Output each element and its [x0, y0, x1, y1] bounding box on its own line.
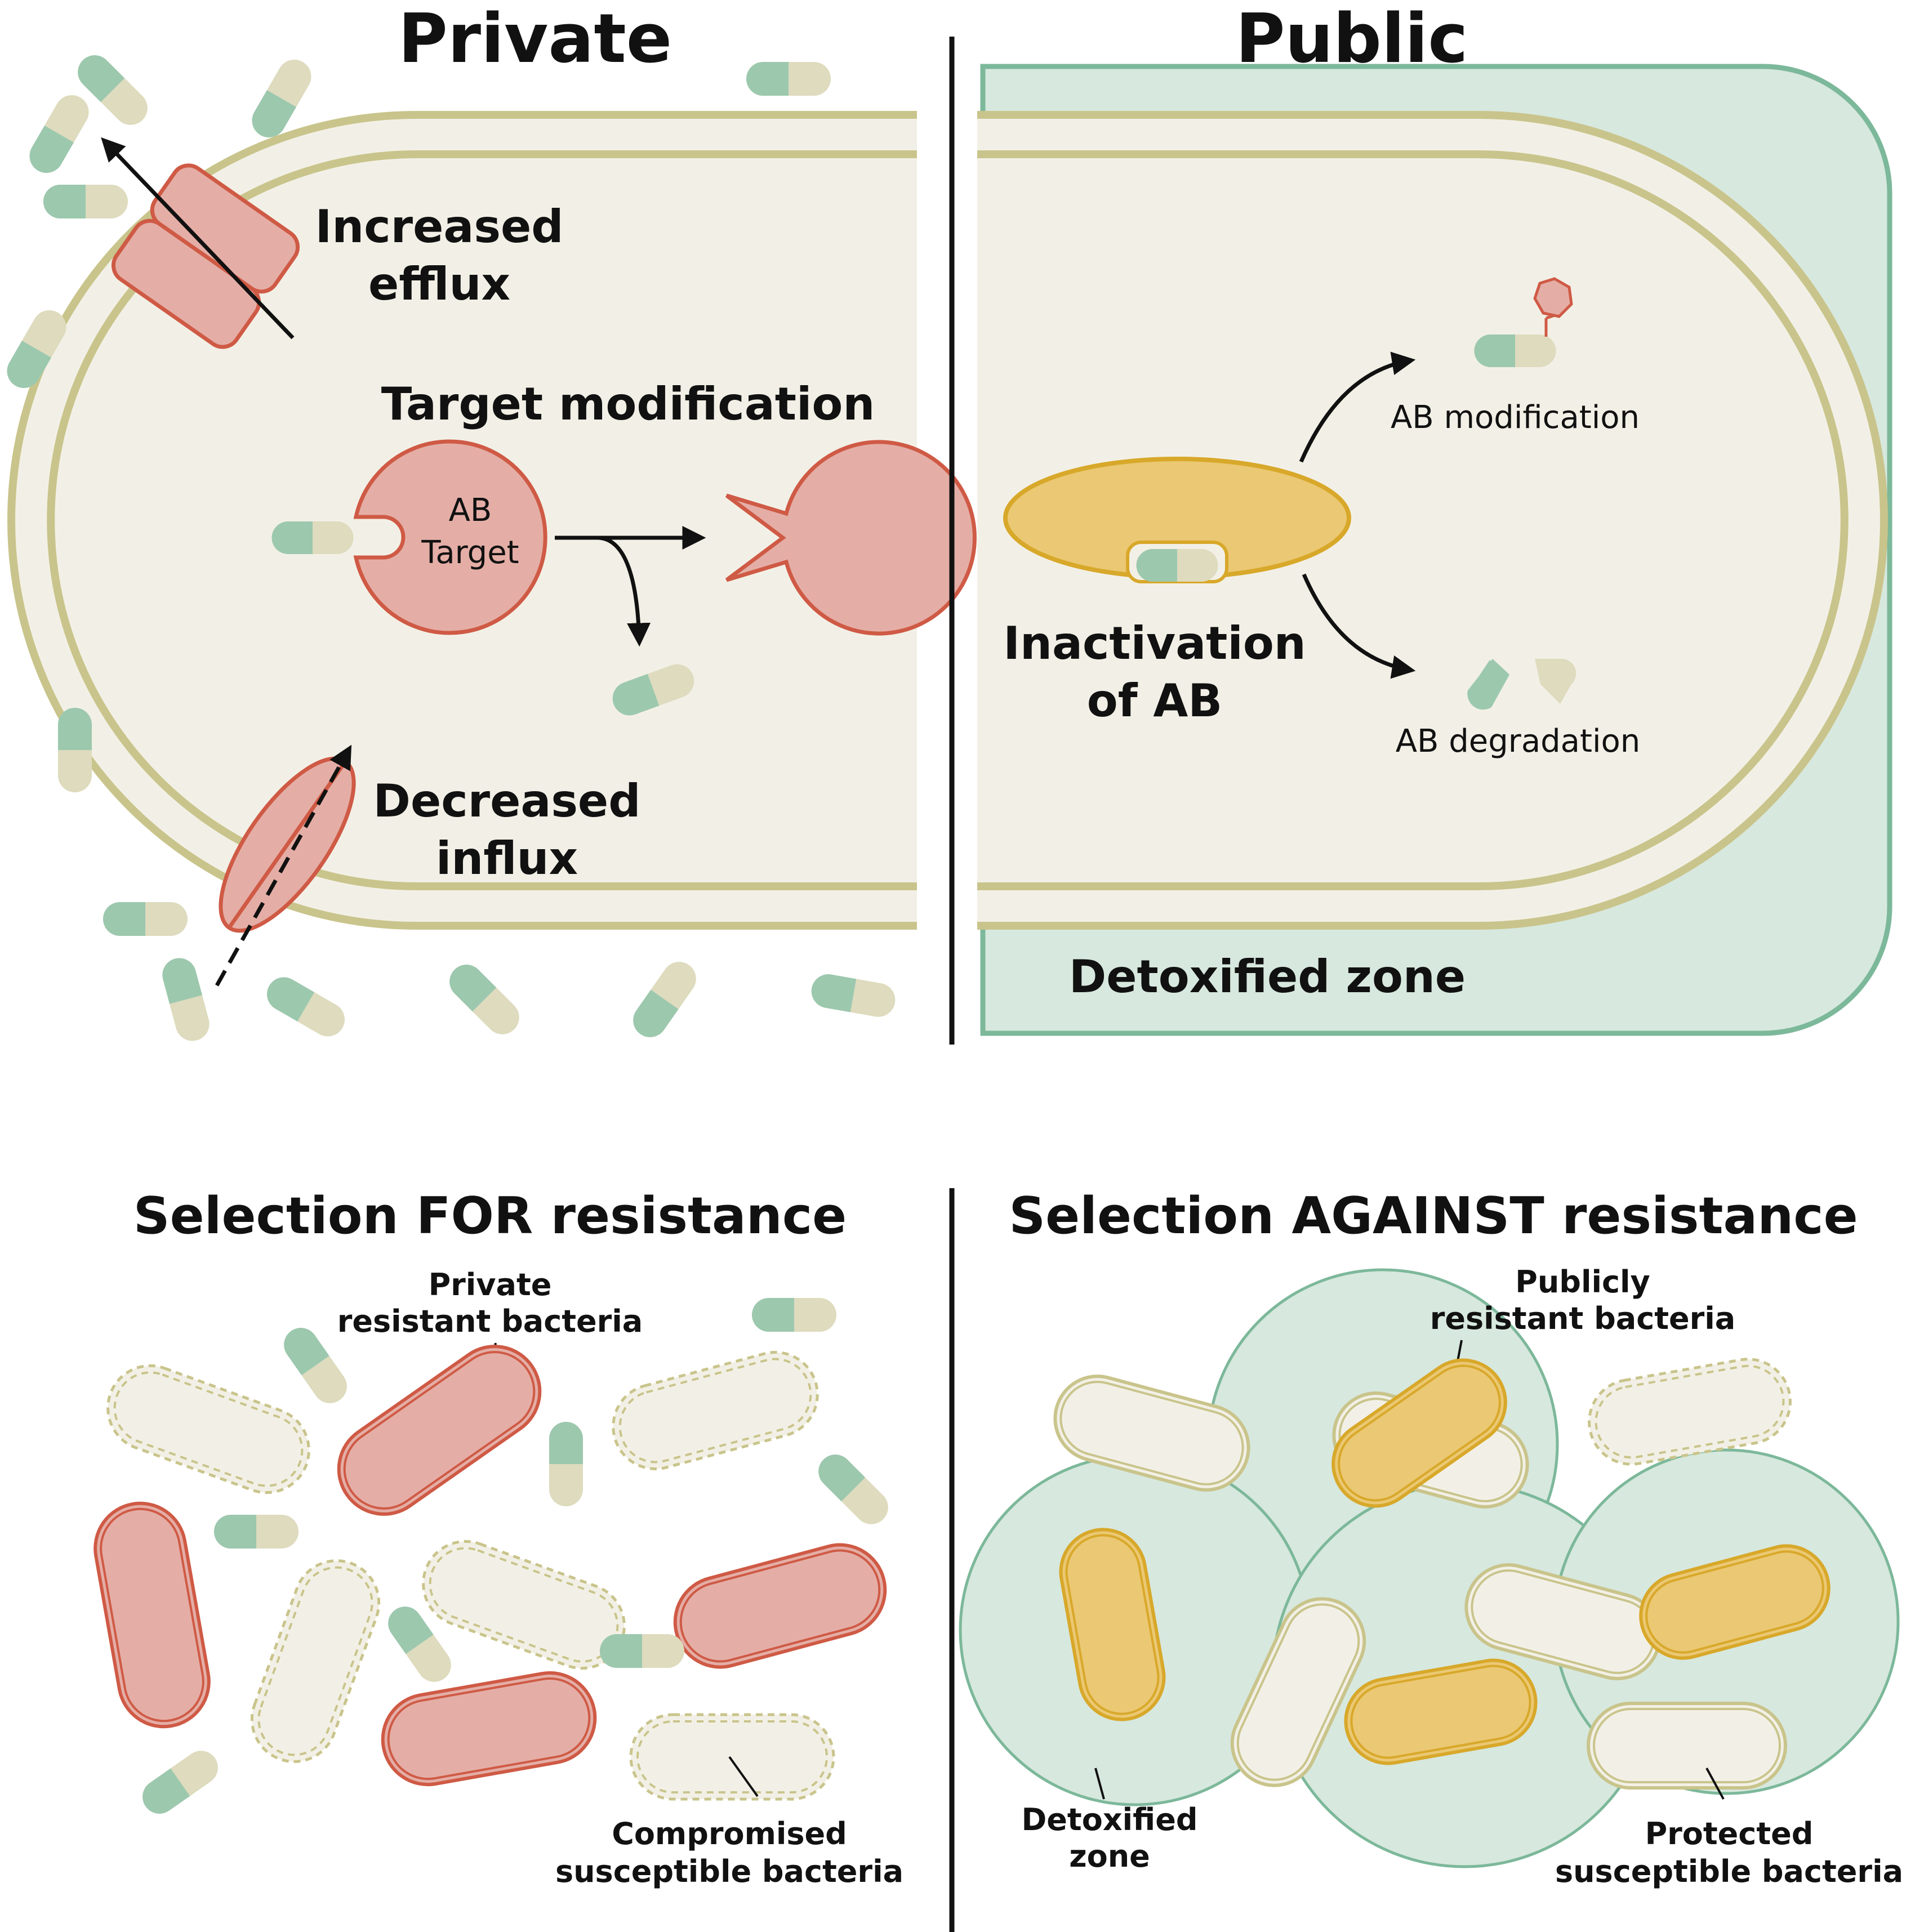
- private-resistant-bacterium: [93, 1501, 211, 1729]
- antibiotic-capsule: [29, 95, 89, 173]
- antibiotic-capsule: [267, 977, 345, 1037]
- bound-antibiotic: [1136, 549, 1218, 582]
- influx-label-line1: Decreased: [373, 775, 641, 827]
- antibiotic-capsule: [449, 965, 519, 1034]
- efflux-arrow: [101, 137, 295, 340]
- public-cell: [977, 111, 1888, 930]
- target-label-line1: AB: [449, 492, 492, 529]
- efflux-pump: [111, 163, 300, 349]
- modified-antibiotic: [1474, 277, 1573, 367]
- private-title: Private: [398, 0, 672, 78]
- ab-modification-label: AB modification: [1391, 399, 1640, 436]
- detoxified-zone-pointer: [1094, 1768, 1105, 1800]
- protected-pointer: [1705, 1768, 1725, 1800]
- public-panel: Public Inactivation of AB AB modificatio…: [977, 0, 1892, 1036]
- selection-for-cells: [93, 1298, 888, 1814]
- antibiotic-capsule: [214, 1515, 299, 1549]
- antibiotic-capsule: [271, 521, 354, 554]
- private-resistant-bacterium: [337, 1345, 542, 1516]
- publicly-resistant-label-line1: Publicly: [1515, 1264, 1650, 1300]
- publicly-resistant-bacterium: [1639, 1544, 1831, 1660]
- compromised-susceptible-bacterium: [612, 1351, 819, 1470]
- modification-path-arrow: [1299, 351, 1416, 463]
- target-modification-label: Target modification: [381, 378, 875, 430]
- release-arrow: [596, 536, 651, 647]
- inactivation-label-line2: of AB: [1087, 675, 1223, 727]
- antibiotic-capsule: [162, 958, 210, 1041]
- antibiotic-capsule: [746, 62, 831, 96]
- selection-for-panel: Selection FOR resistance Private resista…: [93, 1186, 903, 1889]
- detoxified-zone-label: Detoxified zone: [1069, 951, 1466, 1003]
- compromised-pointer: [728, 1756, 759, 1797]
- modified-target: [725, 440, 977, 636]
- private-resistant-bacterium: [673, 1543, 887, 1669]
- antibiotic-capsule: [142, 1751, 218, 1814]
- compromised-susceptible-bacterium: [250, 1559, 381, 1763]
- antibiotic-capsule: [78, 55, 148, 125]
- selection-against-panel: Selection AGAINST resistance Publicly re…: [959, 1186, 1903, 1889]
- protected-susceptible-bacterium: [1053, 1375, 1250, 1492]
- degraded-antibiotic: [1467, 658, 1576, 710]
- antibiotic-capsules-top: [7, 55, 896, 1041]
- protected-susceptible-bacterium: [1230, 1597, 1366, 1787]
- antibiotic-capsule: [103, 902, 188, 936]
- ab-degradation-label: AB degradation: [1396, 723, 1641, 760]
- private-resistant-label-line2: resistant bacteria: [337, 1304, 643, 1339]
- protected-label-line2: susceptible bacteria: [1555, 1854, 1903, 1889]
- selection-for-title: Selection FOR resistance: [133, 1186, 847, 1246]
- antibiotic-capsule: [633, 962, 696, 1037]
- publicly-resistant-bacterium: [1059, 1528, 1166, 1721]
- protected-susceptible-bacterium: [1587, 1702, 1787, 1790]
- publicly-resistant-bacterium: [1344, 1658, 1538, 1765]
- compromised-susceptible-bacterium: [629, 1713, 835, 1801]
- efflux-label-line2: efflux: [368, 258, 510, 310]
- antibiotic-capsule: [549, 1422, 583, 1506]
- modification-group-icon: [1533, 277, 1573, 318]
- efflux-label-line1: Increased: [315, 200, 564, 253]
- antibiotic-capsule: [818, 1454, 888, 1524]
- selection-against-title: Selection AGAINST resistance: [1009, 1186, 1858, 1246]
- antibiotic-capsule: [58, 708, 92, 792]
- detoxified-label-line1: Detoxified: [1021, 1802, 1197, 1837]
- private-panel: Private Increased efflux Target modifica…: [7, 0, 977, 1041]
- compromised-label-line1: Compromised: [612, 1816, 847, 1851]
- private-resistant-label-line1: Private: [429, 1267, 552, 1302]
- private-resistant-bacterium: [381, 1671, 597, 1787]
- antibiotic-capsule: [752, 1298, 836, 1332]
- ab-target: [353, 439, 547, 635]
- publicly-resistant-bacterium: [1331, 1358, 1507, 1508]
- protected-label-line1: Protected: [1645, 1816, 1814, 1851]
- antibiotic-capsule: [252, 60, 311, 137]
- antibiotic-capsule: [388, 1607, 451, 1682]
- antibiotic-capsule: [811, 974, 896, 1017]
- compromised-label-line2: susceptible bacteria: [555, 1854, 903, 1889]
- degradation-path-arrow: [1302, 573, 1416, 679]
- antibiotic-capsule: [600, 1634, 684, 1668]
- target-label-line2: Target: [421, 534, 519, 571]
- influx-label-line2: influx: [436, 832, 578, 885]
- antibiotic-capsule: [284, 1328, 347, 1403]
- inactivation-label-line1: Inactivation: [1003, 617, 1306, 670]
- selection-against-cells: [1053, 1358, 1831, 1790]
- compromised-susceptible-bacterium: [106, 1364, 310, 1494]
- antibiotic-capsule: [612, 664, 694, 716]
- antibiotic-capsule: [43, 185, 128, 218]
- influx-arrow: [215, 744, 352, 987]
- publicly-resistant-label-line2: resistant bacteria: [1430, 1301, 1735, 1336]
- antibiotic-capsule: [7, 310, 66, 388]
- detoxified-label-line2: zone: [1069, 1839, 1150, 1874]
